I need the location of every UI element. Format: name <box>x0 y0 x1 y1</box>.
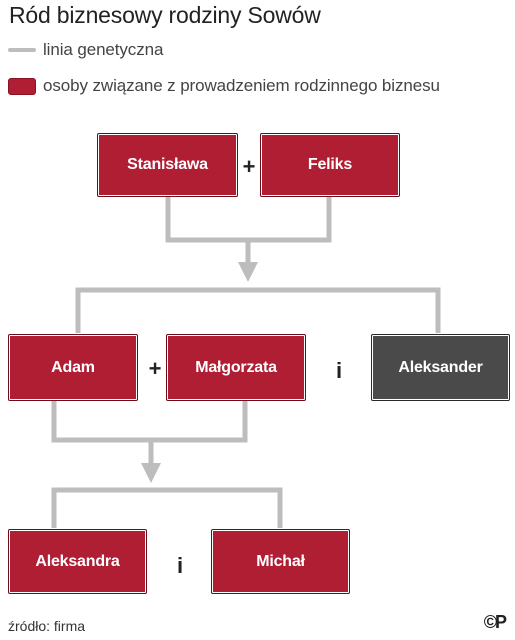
legend-line-label: linia genetyczna <box>43 40 164 59</box>
connector-gen1-couple <box>165 196 332 243</box>
person-feliks: Feliks <box>260 133 400 197</box>
arrow-down-icon <box>238 262 258 282</box>
source-note: źródło: firma <box>8 618 86 634</box>
connector-gen2-couple <box>51 400 248 443</box>
person-aleksandra: Aleksandra <box>8 529 147 594</box>
arrow-down-icon <box>141 463 161 483</box>
and-operator: i <box>335 358 343 383</box>
person-adam: Adam <box>8 334 138 401</box>
connector-gen3-bar <box>51 487 283 528</box>
legend-box-label: osoby związane z prowadzeniem rodzinnego… <box>43 76 440 95</box>
person-aleksander: Aleksander <box>371 334 510 401</box>
person-malgorzata: Małgorzata <box>166 334 306 401</box>
legend-line-swatch <box>8 48 36 52</box>
plus-operator: + <box>148 356 162 381</box>
person-stanislawa: Stanisława <box>97 133 238 197</box>
legend-box-swatch <box>8 77 36 95</box>
copyright-logo: ©P <box>483 612 507 632</box>
and-operator: i <box>176 553 184 578</box>
plus-operator: + <box>242 154 256 179</box>
connector-gen2-bar <box>75 287 441 333</box>
person-michal: Michał <box>211 529 350 594</box>
page-title: Ród biznesowy rodziny Sowów <box>9 2 321 28</box>
legend-business-person: osoby związane z prowadzeniem rodzinnego… <box>8 76 440 96</box>
legend-genetic-line: linia genetyczna <box>8 40 163 60</box>
